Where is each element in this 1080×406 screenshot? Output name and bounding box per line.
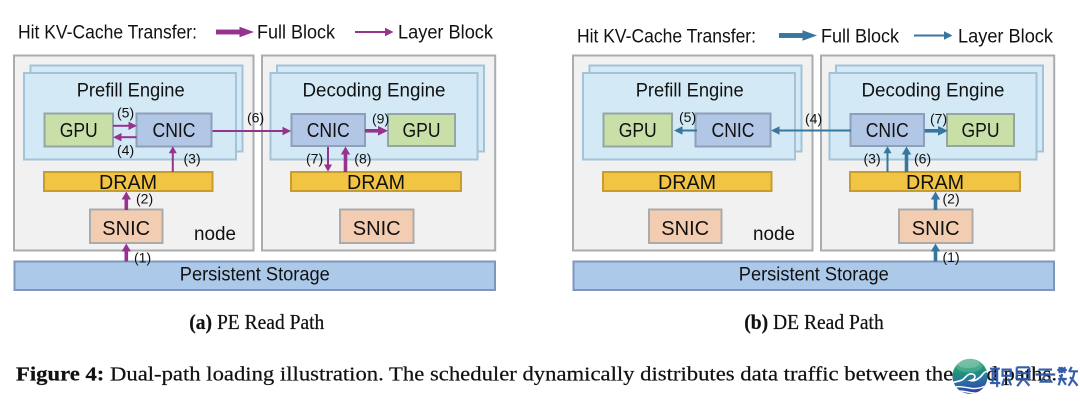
svg-text:(2): (2) [136, 191, 153, 207]
svg-text:(3): (3) [864, 151, 881, 167]
svg-text:Hit KV-Cache Transfer:: Hit KV-Cache Transfer: [577, 27, 756, 48]
svg-text:(b) DE Read Path: (b) DE Read Path [744, 310, 884, 334]
svg-text:(9): (9) [372, 110, 389, 126]
svg-text:Layer Block: Layer Block [958, 27, 1053, 48]
svg-text:(6): (6) [247, 109, 264, 125]
svg-text:(4): (4) [805, 111, 822, 127]
svg-text:(7): (7) [306, 151, 323, 167]
svg-text:Full Block: Full Block [257, 23, 335, 44]
svg-text:Hit KV-Cache Transfer:: Hit KV-Cache Transfer: [18, 23, 197, 44]
svg-text:Full Block: Full Block [821, 27, 899, 48]
svg-text:Layer Block: Layer Block [398, 23, 493, 44]
svg-text:(1): (1) [134, 250, 151, 266]
svg-text:(5): (5) [679, 109, 696, 125]
svg-text:(8): (8) [354, 151, 371, 167]
svg-text:(5): (5) [117, 104, 134, 120]
svg-text:Figure 4: Dual-path loading il: Figure 4: Dual-path loading illustration… [16, 364, 1057, 386]
svg-text:(a) PE Read Path: (a) PE Read Path [189, 310, 324, 334]
svg-text:(4): (4) [117, 142, 134, 158]
svg-text:(6): (6) [914, 151, 931, 167]
svg-text:(2): (2) [943, 191, 960, 207]
svg-text:(3): (3) [184, 151, 201, 167]
svg-text:(1): (1) [943, 249, 960, 265]
svg-text:(7): (7) [930, 111, 947, 127]
